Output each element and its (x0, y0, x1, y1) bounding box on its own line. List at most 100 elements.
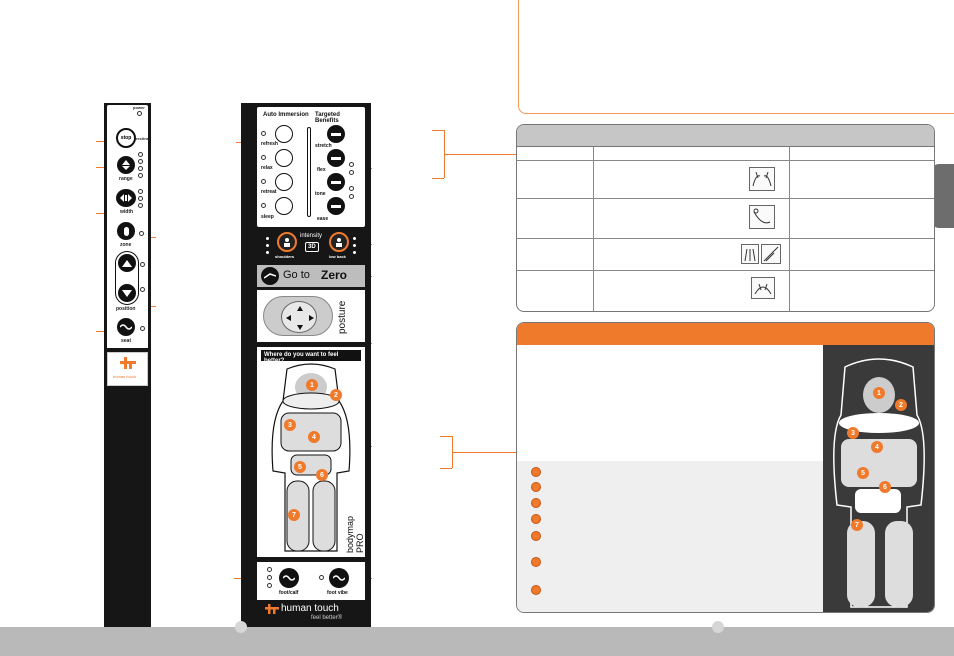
remote-face: power stop recline range width zone (107, 105, 149, 347)
foot-calf-button[interactable] (279, 568, 299, 588)
power-led (137, 111, 142, 116)
auto-led (261, 179, 266, 184)
auto-program-list: refresh relax retreat sleep (261, 123, 305, 223)
width-button[interactable] (116, 189, 136, 207)
foot-vibe-led (319, 575, 324, 580)
leader-line (432, 130, 444, 131)
recline-icon-wrap (261, 267, 279, 285)
top-frame (518, 0, 954, 114)
range-led-4 (138, 152, 143, 157)
sleep-button[interactable] (275, 197, 293, 215)
posture-label: posture (337, 300, 348, 334)
program-divider (307, 127, 311, 217)
leader-line (444, 154, 516, 155)
level-dot (353, 237, 356, 240)
table-row (517, 199, 934, 239)
bodymap-question: Where do you want to feel better? (261, 350, 361, 364)
stop-label: stop (120, 135, 132, 141)
zone-1-marker[interactable]: 1 (306, 379, 318, 391)
retreat-button[interactable] (275, 173, 293, 191)
level-dot (266, 237, 269, 240)
zone-4-marker: 4 (871, 441, 883, 453)
ease-button[interactable] (327, 197, 345, 215)
arrow-up-icon (122, 259, 132, 267)
refresh-button[interactable] (275, 125, 293, 143)
targeted-program-list: stretch flex tone ease (315, 123, 363, 223)
position-down-button[interactable] (118, 284, 136, 302)
zone-5-marker[interactable]: 5 (294, 461, 306, 473)
intensity-label: intensity (300, 233, 323, 239)
go-to-zero-button[interactable]: Go to Zero (257, 265, 365, 287)
leader-line (452, 452, 516, 453)
low-back-button[interactable] (329, 232, 349, 252)
low-back-label: low back (329, 254, 346, 259)
targeted-led (349, 162, 354, 167)
zone-2-bullet (531, 482, 541, 492)
brand-label: human touch (113, 374, 137, 379)
section-tab[interactable] (932, 164, 954, 228)
zone-4-marker[interactable]: 4 (308, 431, 320, 443)
go-to-label: Go to (283, 269, 310, 281)
bodymap-zones-box: 1 2 3 4 5 6 7 (516, 322, 935, 613)
targeted-led (349, 170, 354, 175)
stretch-label: stretch (315, 143, 332, 149)
page-marker-left (235, 621, 247, 633)
zone-5-marker: 5 (857, 467, 869, 479)
targeted-led (349, 186, 354, 191)
zone-6-marker[interactable]: 6 (316, 469, 328, 481)
person-icon (284, 238, 290, 247)
page-marker-right (712, 621, 724, 633)
level-dot (353, 244, 356, 247)
recline-icon (264, 273, 276, 279)
posture-dpad[interactable] (281, 301, 317, 333)
bodymap-remote: Auto Immersion Targeted Benefits refresh… (241, 103, 371, 627)
range-label: range (119, 176, 133, 182)
table-header-row (517, 147, 934, 161)
flex-button[interactable] (327, 149, 345, 167)
stretch-button[interactable] (327, 125, 345, 143)
relax-button[interactable] (275, 149, 293, 167)
foot-led (267, 575, 272, 580)
seat-led (140, 326, 145, 331)
stop-button[interactable]: stop (116, 128, 136, 148)
dpad-arrows-icon (286, 306, 314, 330)
level-dot (353, 251, 356, 254)
auto-led (261, 131, 266, 136)
recline-label: recline (136, 136, 149, 141)
range-button[interactable] (117, 156, 135, 174)
seat-label: seat (121, 338, 132, 344)
power-label: power (133, 105, 145, 110)
zone-2-marker: 2 (895, 399, 907, 411)
wave-icon (120, 324, 132, 330)
auto-led (261, 203, 266, 208)
shoulders-label: shoulders (275, 254, 295, 259)
seat-button[interactable] (117, 318, 135, 336)
zone-7-marker[interactable]: 7 (288, 509, 300, 521)
zone-3-marker[interactable]: 3 (284, 419, 296, 431)
tone-button[interactable] (327, 173, 345, 191)
zone-button[interactable] (117, 222, 135, 240)
posture-pad (263, 296, 333, 336)
auto-immersion-title: Auto Immersion (263, 112, 309, 118)
table-header (517, 125, 934, 147)
zones-list (517, 461, 823, 612)
foot-vibe-button[interactable] (329, 568, 349, 588)
zone-7-bullet (531, 585, 541, 595)
zone-2-marker[interactable]: 2 (330, 389, 342, 401)
programs-table (516, 124, 935, 312)
foot-led (267, 583, 272, 588)
brand-label: human touch (281, 603, 339, 614)
ease-pose-image (751, 277, 775, 299)
auto-led (261, 155, 266, 160)
human-touch-logo-icon (120, 357, 136, 369)
range-led-2 (138, 166, 143, 171)
shoulders-button[interactable] (277, 232, 297, 252)
tone-label: tone (315, 191, 326, 197)
zone-6-bullet (531, 557, 541, 567)
level-dot (266, 244, 269, 247)
table-row (517, 271, 934, 311)
zones-header (517, 323, 934, 345)
width-led-1 (138, 203, 143, 208)
three-d-button[interactable]: 3D (305, 242, 319, 252)
position-up-button[interactable] (118, 254, 136, 272)
